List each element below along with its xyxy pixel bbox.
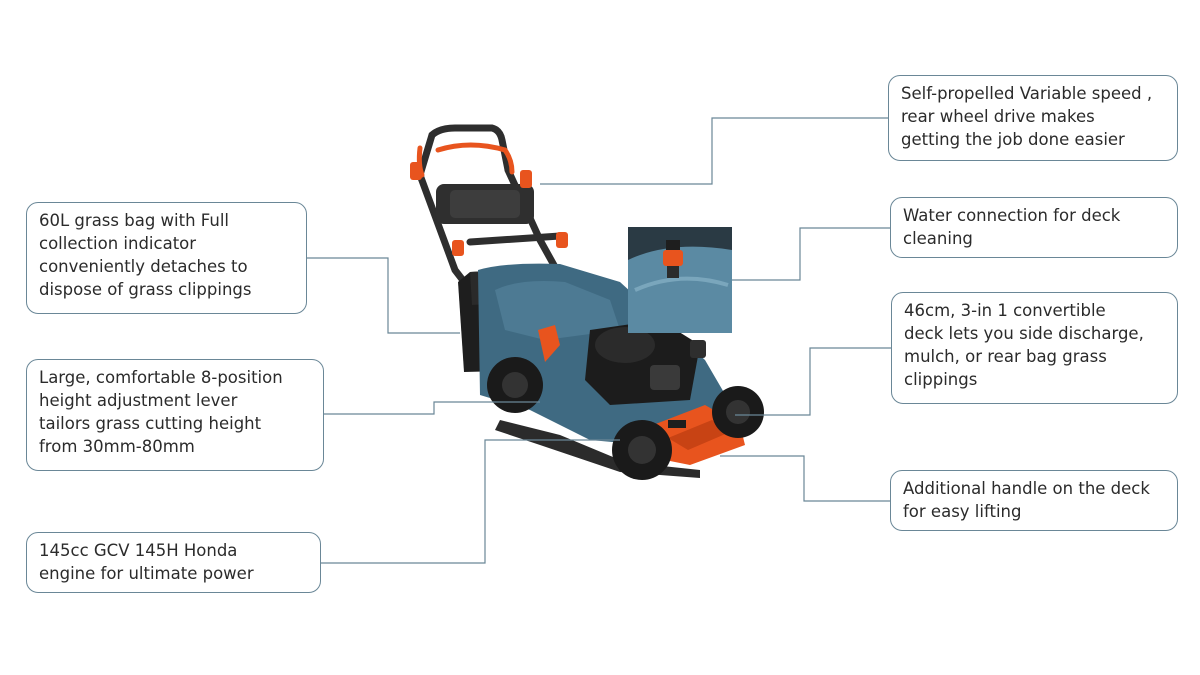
callout-self-propelled: Self-propelled Variable speed , rear whe… bbox=[888, 75, 1178, 161]
connector-engine bbox=[321, 439, 620, 564]
callout-grass-bag: 60L grass bag with Full collection indic… bbox=[26, 202, 307, 314]
connector-handle bbox=[720, 455, 890, 502]
connector-height-lever bbox=[324, 401, 540, 415]
connector-water bbox=[732, 227, 890, 281]
callout-handle: Additional handle on the deck for easy l… bbox=[890, 470, 1178, 531]
callout-engine: 145cc GCV 145H Honda engine for ultimate… bbox=[26, 532, 321, 593]
callout-height-lever: Large, comfortable 8-position height adj… bbox=[26, 359, 324, 471]
connector-grass-bag bbox=[307, 257, 460, 334]
connector-deck bbox=[735, 347, 891, 416]
height-lever bbox=[538, 325, 560, 362]
engine bbox=[585, 320, 706, 405]
water-connection-inset bbox=[628, 227, 732, 333]
callout-water-connection: Water connection for deck cleaning bbox=[890, 197, 1178, 258]
callout-deck: 46cm, 3-in 1 convertible deck lets you s… bbox=[891, 292, 1178, 404]
connector-self-propelled bbox=[540, 117, 888, 185]
